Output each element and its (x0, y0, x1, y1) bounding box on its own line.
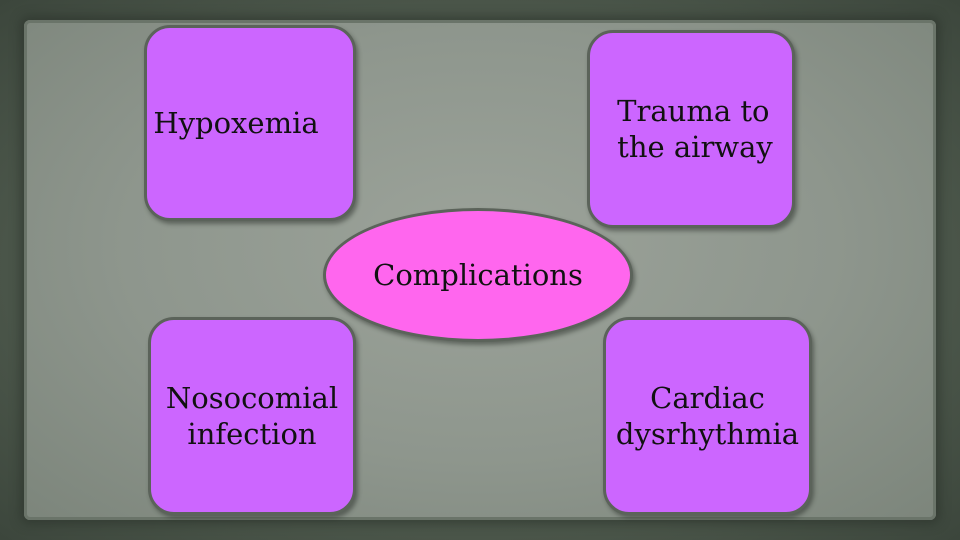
node-nosocomial-infection: Nosocomial infection (148, 317, 356, 515)
node-cardiac-dysrhythmia: Cardiac dysrhythmia (603, 317, 812, 515)
node-nosocomial-label: Nosocomial infection (165, 381, 339, 451)
node-cardiac-label: Cardiac dysrhythmia (615, 381, 800, 451)
node-hypoxemia-label: Hypoxemia (153, 106, 319, 140)
center-node-complications: Complications (323, 208, 633, 342)
center-node-label: Complications (373, 258, 583, 292)
node-hypoxemia: Hypoxemia (144, 25, 356, 221)
node-trauma-label: Trauma to the airway (617, 94, 773, 164)
node-trauma-to-airway: Trauma to the airway (587, 30, 795, 228)
